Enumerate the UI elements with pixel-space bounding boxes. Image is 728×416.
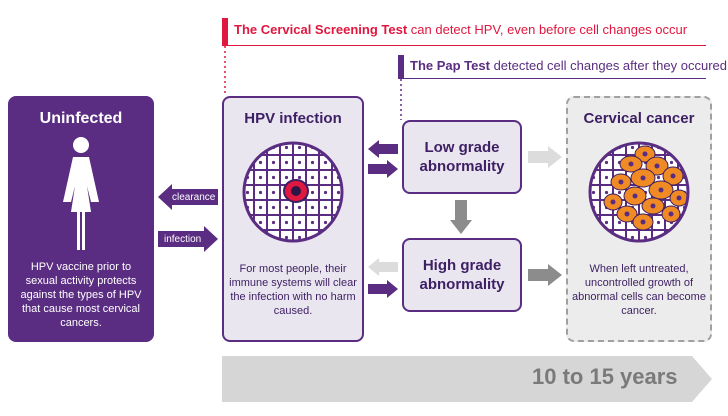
- cervical-cancer-box: Cervical cancer: [566, 96, 712, 342]
- cervical-cancer-title: Cervical cancer: [583, 110, 695, 127]
- hpv-infection-description: For most people, their immune systems wi…: [229, 263, 357, 317]
- uninfected-box: Uninfected HPV vaccine prior to sexual a…: [8, 96, 154, 342]
- low-grade-line2: abnormality: [419, 158, 505, 175]
- woman-icon: [63, 137, 99, 250]
- infection-arrow: [158, 226, 218, 252]
- low-to-cancer-arrow: [528, 146, 562, 168]
- high-grade-line2: abnormality: [419, 276, 505, 293]
- uninfected-description: HPV vaccine prior to sexual activity pro…: [20, 261, 142, 329]
- hpv-infection-box: HPV infection For most people, their imm…: [222, 96, 364, 342]
- pap-test-banner: The Pap Test detected cell changes after…: [398, 55, 727, 79]
- screening-test-banner: The Cervical Screening Test can detect H…: [222, 18, 706, 46]
- clearance-label: clearance: [172, 192, 216, 203]
- low-grade-box: Low grade abnormality: [402, 120, 522, 194]
- screening-test-name: The Cervical Screening Test: [234, 22, 408, 37]
- clearance-arrow: [158, 184, 218, 210]
- high-grade-line1: High grade: [422, 257, 502, 274]
- timeline-label: 10 to 15 years: [532, 364, 678, 389]
- cervical-cancer-description: When left untreated, uncontrolled growth…: [572, 263, 706, 317]
- down-arrow: [450, 200, 472, 234]
- high-grade-box: High grade abnormality: [402, 238, 522, 312]
- low-grade-line1: Low grade: [424, 139, 500, 156]
- uninfected-title: Uninfected: [39, 110, 123, 127]
- regress-arrow-high: [368, 258, 398, 276]
- timeline-arrow: [222, 356, 712, 402]
- pap-test-name: The Pap Test: [410, 58, 490, 73]
- progress-arrow-high: [368, 280, 398, 298]
- progress-arrow-low: [368, 160, 398, 178]
- infected-cells-icon: [242, 141, 344, 243]
- regress-arrow-low: [368, 140, 398, 158]
- hpv-infection-title: HPV infection: [244, 110, 342, 127]
- screening-test-text: can detect HPV, even before cell changes…: [407, 22, 688, 37]
- pap-test-text: detected cell changes after they occured: [489, 58, 727, 73]
- high-to-cancer-arrow: [528, 264, 562, 286]
- cancer-cells-icon: [588, 141, 690, 243]
- infection-label: infection: [164, 234, 202, 245]
